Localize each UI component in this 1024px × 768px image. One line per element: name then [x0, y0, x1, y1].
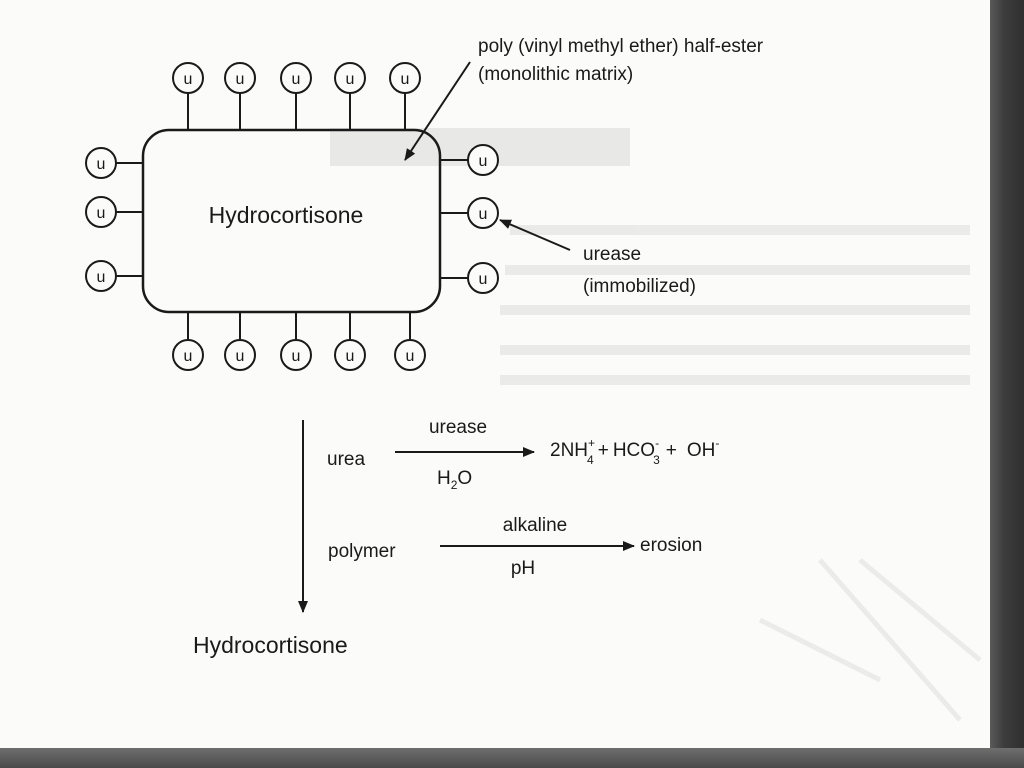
unit-circle [172, 62, 204, 94]
unit-circle [467, 144, 499, 176]
polymer-pointer-arrow [404, 61, 471, 161]
unit-circle [172, 339, 204, 371]
unit-label: u [406, 348, 415, 365]
reaction2-reactant: polymer [328, 541, 396, 562]
enzyme-label-line2: (immobilized) [583, 276, 696, 297]
unit-circle [280, 62, 312, 94]
hydrocortisone-delivery-diagram: u u u u u u u u u u u u u u u u Hydrocortisone poly (vi… [85, 36, 982, 722]
unit-circle [85, 260, 117, 292]
unit-circle [224, 339, 256, 371]
reaction2-product: erosion [640, 535, 702, 556]
reaction1-catalyst: urease [429, 417, 487, 438]
reaction2-condition-top: alkaline [503, 515, 567, 536]
unit-label: u [292, 348, 301, 365]
unit-circle [334, 339, 366, 371]
unit-label: u [184, 348, 193, 365]
reaction1-products: 2NH+4+HCO-3+OH- [550, 436, 719, 467]
unit-label: u [97, 156, 106, 173]
reaction1-reactant: urea [327, 449, 365, 470]
unit-circle [224, 62, 256, 94]
unit-label: u [236, 348, 245, 365]
urease-units: u u u u u u u u u u u u u u u u [85, 62, 499, 371]
reaction2-condition-bottom: pH [511, 558, 535, 579]
unit-label: u [401, 71, 410, 88]
slide: u u u u u u u u u u u u u u u u Hydrocortisone poly (vi… [0, 0, 990, 748]
polymer-label-line1: poly (vinyl methyl ether) half-ester [478, 36, 764, 57]
unit-label: u [479, 206, 488, 223]
presentation-frame-bottom [0, 748, 1024, 768]
unit-label: u [346, 71, 355, 88]
unit-circle [389, 62, 421, 94]
unit-circle [85, 147, 117, 179]
matrix-body [141, 128, 442, 314]
unit-label: u [479, 271, 488, 288]
unit-label: u [346, 348, 355, 365]
unit-label: u [292, 71, 301, 88]
presentation-frame-right [990, 0, 1024, 768]
reaction1-medium: H2O [437, 468, 472, 492]
unit-label: u [97, 205, 106, 222]
unit-label: u [236, 71, 245, 88]
polymer-label-line2: (monolithic matrix) [478, 64, 633, 85]
unit-circle [280, 339, 312, 371]
unit-circle [467, 262, 499, 294]
core-label: Hydrocortisone [209, 202, 364, 228]
unit-circle [467, 197, 499, 229]
enzyme-label-line1: urease [583, 244, 641, 265]
unit-circle [334, 62, 366, 94]
enzyme-pointer-arrow [499, 219, 571, 251]
unit-label: u [97, 269, 106, 286]
unit-circle [394, 339, 426, 371]
release-label: Hydrocortisone [193, 632, 348, 658]
unit-label: u [184, 71, 193, 88]
scan-bleed-through [330, 128, 982, 722]
unit-label: u [479, 153, 488, 170]
unit-circle [85, 196, 117, 228]
